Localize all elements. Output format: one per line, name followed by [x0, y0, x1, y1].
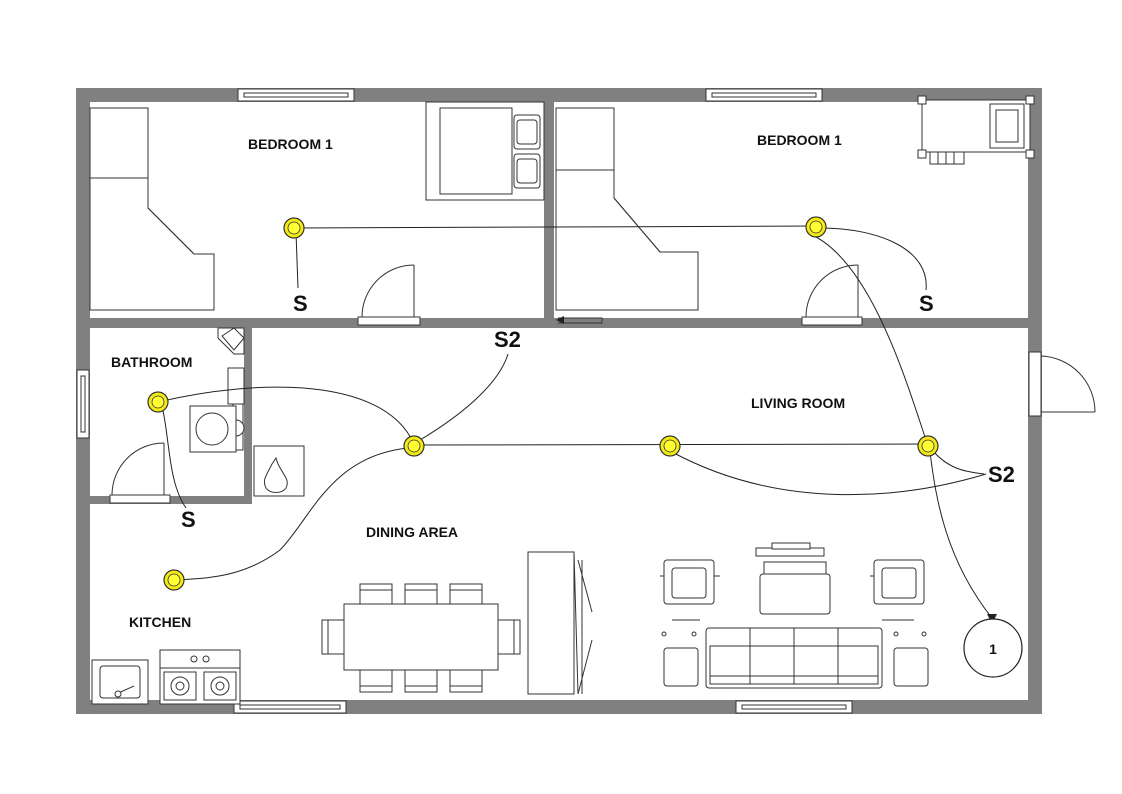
dining-table-icon: [321, 583, 521, 693]
crib-icon: [917, 95, 1035, 165]
armchair-icon: [759, 561, 831, 615]
room-label-bedroom-left: BEDROOM 1: [248, 136, 333, 152]
light-fixtures: [147, 216, 939, 591]
light-fixture-icon: [163, 569, 185, 591]
room-labels: BEDROOM 1 BEDROOM 1 BATHROOM LIVING ROOM…: [111, 132, 845, 630]
electrical-panel: 1: [963, 618, 1023, 678]
switch-labels: S S S S2 S2: [181, 291, 1015, 532]
light-fixture-icon: [147, 391, 169, 413]
light-fixture-icon: [805, 216, 827, 238]
switch-label-bathroom: S: [181, 507, 196, 532]
sofa-icon: [705, 627, 883, 689]
bathroom-fixtures: [189, 327, 305, 497]
kitchen-fixtures: [91, 649, 241, 705]
armchair-left-icon: [660, 559, 720, 605]
windows: [76, 88, 853, 714]
tv-icon: [755, 542, 825, 557]
wiring: [157, 225, 997, 624]
light-fixture-icon: [659, 435, 681, 457]
armchair-right-icon: [870, 559, 925, 605]
bed-icon: [425, 101, 545, 201]
water-heater-icon: [253, 445, 305, 497]
panel-label: 1: [989, 641, 997, 657]
switch-label-bedroom-left: S: [293, 291, 308, 316]
bedroom-left-furniture: [89, 101, 545, 311]
light-fixture-icon: [403, 435, 425, 457]
room-label-dining-area: DINING AREA: [366, 524, 458, 540]
bedroom-right-furniture: [555, 95, 1035, 311]
room-label-kitchen: KITCHEN: [129, 614, 191, 630]
switch-label-hallway: S2: [494, 327, 521, 352]
cabinet-icon: [527, 551, 593, 695]
kitchen-sink-icon: [91, 659, 149, 705]
living-room-furniture: [660, 542, 929, 689]
doors: [109, 264, 1096, 504]
light-fixture-icon: [283, 217, 305, 239]
light-fixture-icon: [917, 435, 939, 457]
switch-label-living-room: S2: [988, 462, 1015, 487]
toilet-icon: [189, 367, 245, 453]
corner-sink-icon: [217, 327, 245, 355]
room-label-bedroom-right: BEDROOM 1: [757, 132, 842, 148]
room-label-bathroom: BATHROOM: [111, 354, 192, 370]
switch-label-bedroom-right: S: [919, 291, 934, 316]
stove-icon: [159, 649, 241, 705]
room-label-living-room: LIVING ROOM: [751, 395, 845, 411]
ottoman-icons: [661, 619, 929, 687]
